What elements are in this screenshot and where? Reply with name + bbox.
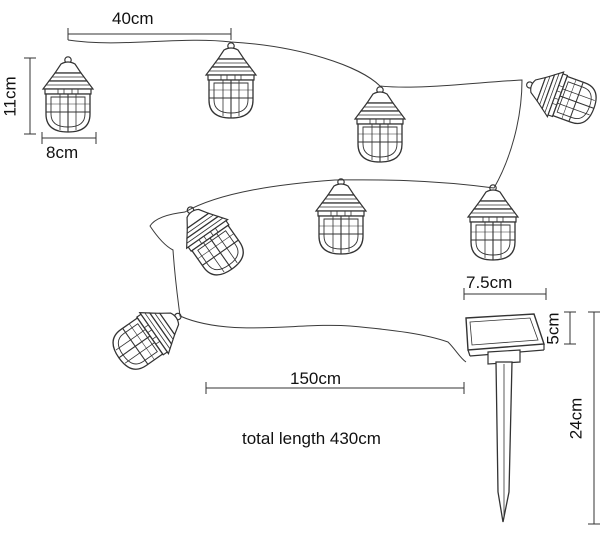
- lantern-icon: [354, 86, 406, 163]
- panel-width-label: 7.5cm: [466, 273, 513, 292]
- lantern-width-label: 8cm: [46, 143, 79, 162]
- lantern-icon: [167, 192, 253, 285]
- lantern-width-dimension: [41, 132, 97, 144]
- spacing-label: 40cm: [112, 9, 154, 28]
- lead-cable-label: 150cm: [290, 369, 342, 388]
- panel-width-dimension: [463, 288, 547, 300]
- stake-height-label: 24cm: [566, 397, 586, 440]
- ground-stake-icon: [495, 361, 513, 523]
- lantern-icon: [103, 293, 196, 379]
- light-string-wire: [67, 39, 523, 363]
- lantern-icon: [315, 178, 367, 255]
- panel-height-dimension: [564, 311, 576, 345]
- stake-height-dimension: [588, 311, 600, 525]
- spacing-dimension: [67, 28, 232, 40]
- lantern-height-label: 11cm: [0, 76, 20, 117]
- lantern-icon: [42, 56, 94, 133]
- lantern-height-dimension: [24, 57, 36, 135]
- solar-panel-icon: [465, 313, 545, 365]
- total-length-label: total length 430cm: [242, 429, 381, 448]
- panel-height-label: 5cm: [543, 312, 563, 345]
- lead-cable-dimension: [205, 382, 465, 394]
- lantern-icon: [467, 184, 519, 261]
- lantern-icon: [518, 60, 600, 132]
- lantern-icon: [205, 42, 257, 119]
